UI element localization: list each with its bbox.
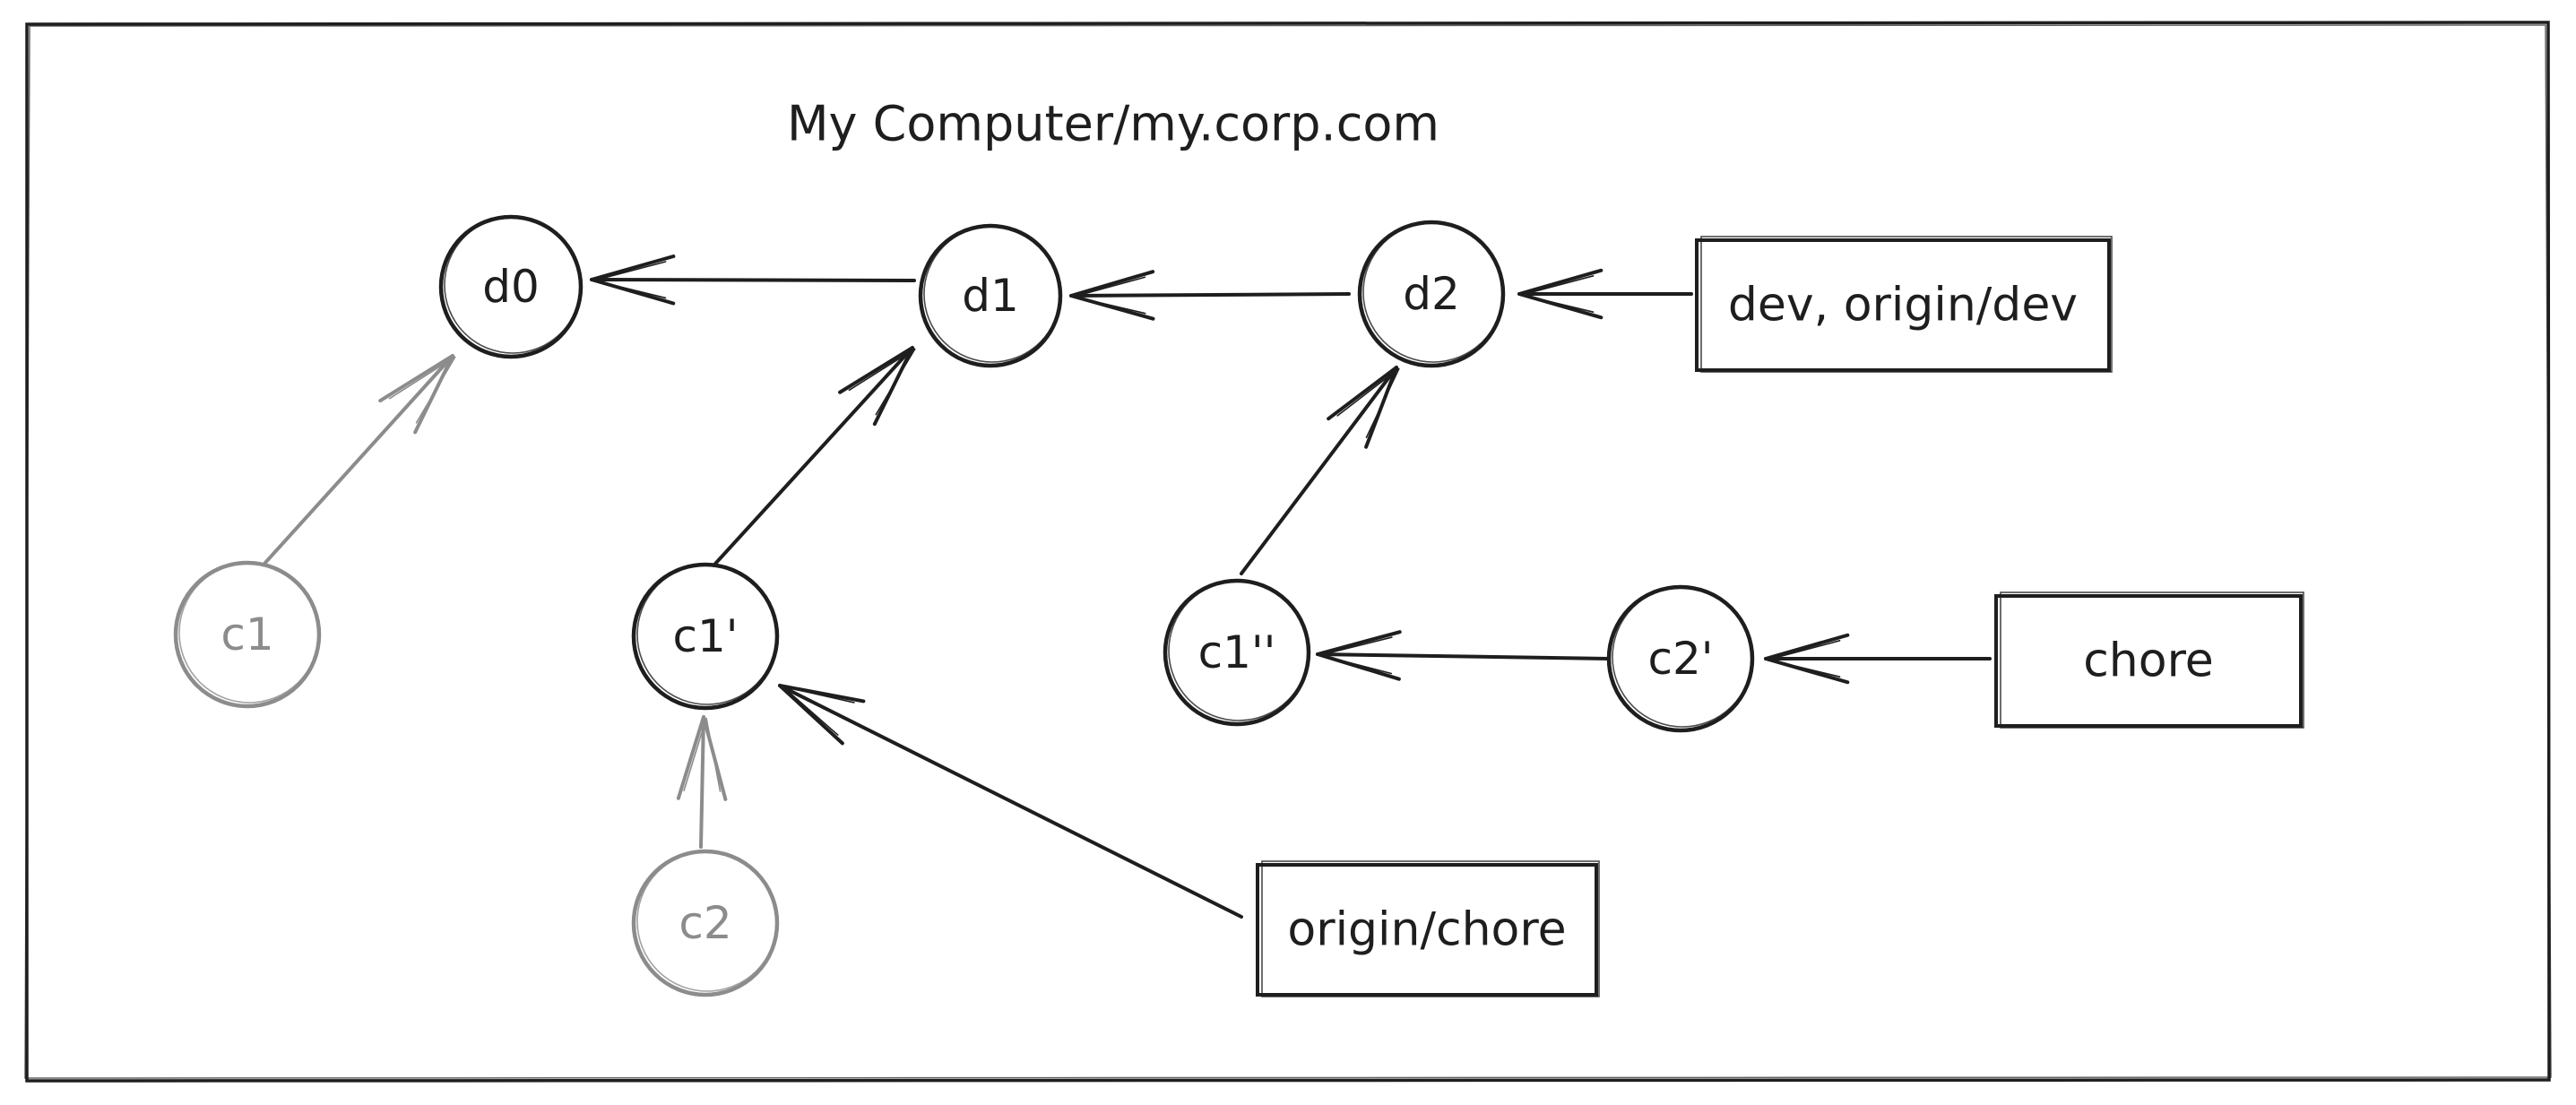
commit-node-c1: c1 bbox=[173, 560, 322, 709]
branch-ref-chore: chore bbox=[1994, 591, 2304, 729]
ref-box-sketch-stroke bbox=[2000, 591, 2304, 729]
arrowhead-sketch-stroke bbox=[1073, 276, 1146, 315]
commit-label: d1 bbox=[962, 270, 1019, 322]
arrowhead bbox=[1069, 270, 1155, 321]
branch-ref-dev-origin-dev: dev, origin/dev bbox=[1695, 236, 2113, 373]
edge-line bbox=[1069, 292, 1351, 298]
arrowhead-sketch-stroke bbox=[1336, 367, 1400, 438]
outer-frame bbox=[24, 21, 2552, 1083]
edge-line bbox=[1316, 652, 1611, 660]
arrowhead bbox=[378, 354, 454, 435]
edge-line bbox=[1240, 366, 1398, 575]
commit-circle-sketch-stroke bbox=[444, 216, 582, 354]
branch-ref-origin-chore: origin/chore bbox=[1256, 860, 1600, 997]
arrowhead-sketch-stroke bbox=[593, 261, 667, 299]
commit-circle-sketch-stroke bbox=[178, 562, 320, 704]
commit-circle-sketch-stroke bbox=[1362, 221, 1504, 363]
edge-ref-origin-chore-to-c1p bbox=[778, 684, 1243, 919]
diagram-title: My Computer/my.corp.com bbox=[787, 96, 1439, 152]
edge-ref-chore-to-c2p bbox=[1764, 633, 1992, 685]
edge-c1p-to-d1 bbox=[705, 346, 916, 575]
arrowhead bbox=[1316, 630, 1402, 681]
commit-circle-sketch-stroke bbox=[1612, 586, 1753, 728]
ref-box-sketch-stroke bbox=[1700, 236, 2113, 373]
ref-label: chore bbox=[2083, 635, 2214, 688]
edge-line bbox=[699, 715, 705, 849]
arrowhead bbox=[676, 715, 728, 801]
arrowhead bbox=[778, 684, 866, 746]
edge-line bbox=[778, 684, 1243, 919]
ref-box-sketch-stroke bbox=[1261, 860, 1600, 997]
arrowhead-sketch-stroke bbox=[782, 686, 855, 736]
commit-label: d0 bbox=[482, 261, 540, 313]
commit-node-c2-prime: c2' bbox=[1606, 584, 1755, 733]
commit-node-d2: d2 bbox=[1357, 220, 1506, 368]
arrowhead-sketch-stroke bbox=[848, 348, 916, 416]
ref-box bbox=[1256, 863, 1598, 997]
edge-line bbox=[705, 346, 914, 575]
arrowhead bbox=[590, 255, 676, 306]
edge-line bbox=[254, 354, 454, 575]
arrowhead-sketch-stroke bbox=[683, 717, 722, 792]
edge-c1pp-to-d2 bbox=[1240, 366, 1400, 575]
commit-label: c1' bbox=[672, 610, 738, 662]
arrowhead bbox=[1517, 268, 1604, 320]
arrowhead-sketch-stroke bbox=[1521, 274, 1595, 314]
commit-label: c2 bbox=[679, 897, 731, 949]
edge-line bbox=[590, 278, 916, 282]
commit-circle-sketch-stroke bbox=[636, 564, 778, 705]
arrowhead bbox=[1764, 633, 1850, 685]
arrowhead bbox=[838, 346, 914, 427]
commit-circle-sketch-stroke bbox=[1168, 580, 1310, 721]
ref-box bbox=[1695, 238, 2111, 372]
edge-d2-to-d1 bbox=[1069, 270, 1351, 321]
edge-c2-to-c1p bbox=[676, 715, 728, 849]
edge-c2p-to-c1pp bbox=[1316, 630, 1611, 681]
edge-d1-to-d0 bbox=[590, 255, 916, 306]
commit-label: d2 bbox=[1403, 268, 1460, 320]
edge-ref-dev-to-d2 bbox=[1517, 268, 1693, 320]
commit-node-c1-prime: c1' bbox=[631, 562, 780, 711]
commit-node-d0: d0 bbox=[438, 214, 583, 359]
ref-box bbox=[1994, 594, 2303, 728]
ref-label: dev, origin/dev bbox=[1728, 279, 2078, 332]
commit-label: c2' bbox=[1647, 633, 1713, 685]
commit-label: c1'' bbox=[1198, 626, 1276, 678]
arrowhead-sketch-stroke bbox=[388, 356, 456, 424]
arrowhead-sketch-stroke bbox=[1768, 639, 1841, 678]
commit-label: c1 bbox=[220, 609, 273, 660]
commit-circle-sketch-stroke bbox=[923, 225, 1061, 363]
edges-layer bbox=[254, 255, 1992, 919]
commit-node-d1: d1 bbox=[918, 223, 1063, 368]
commit-node-c1-double-prime: c1'' bbox=[1163, 578, 1311, 727]
arrowhead bbox=[1327, 366, 1398, 449]
commit-circle-sketch-stroke bbox=[636, 850, 778, 992]
edge-c1-to-d0 bbox=[254, 354, 456, 575]
ref-label: origin/chore bbox=[1287, 903, 1566, 957]
arrowhead-sketch-stroke bbox=[1319, 636, 1393, 675]
commit-node-c2: c2 bbox=[631, 849, 780, 997]
